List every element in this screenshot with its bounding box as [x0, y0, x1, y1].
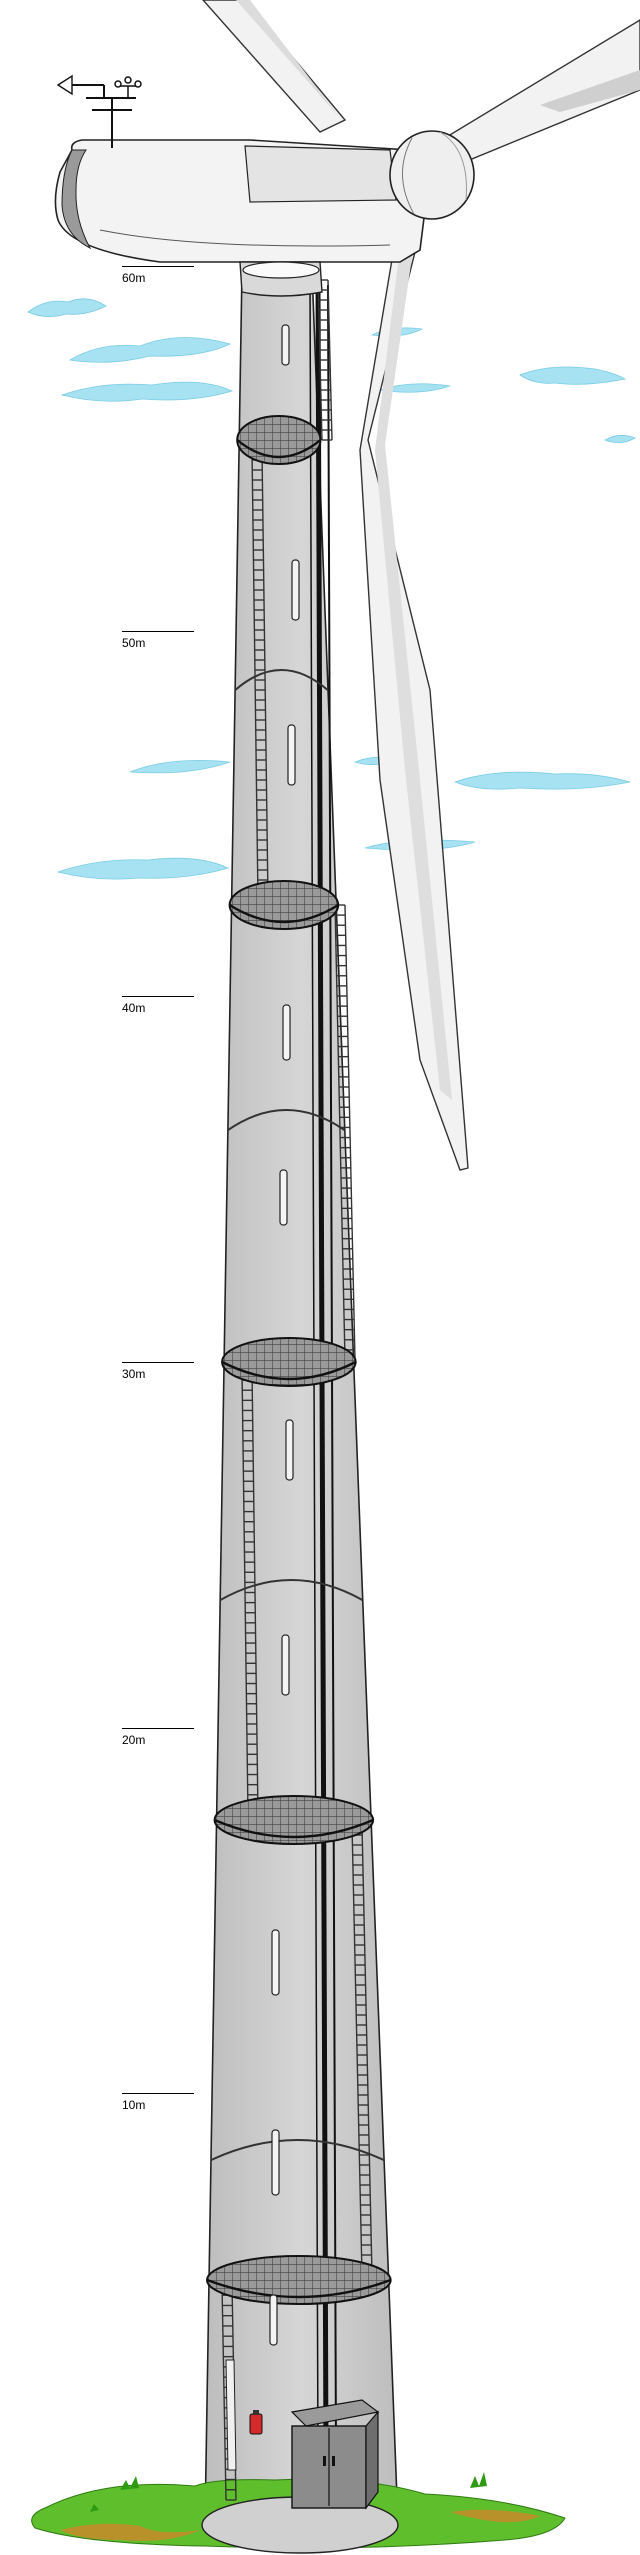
- platform-4: [213, 1795, 375, 1845]
- height-tick-40m: [122, 996, 194, 997]
- flange-ring-1: [234, 669, 329, 691]
- height-tick-60m: [122, 266, 194, 267]
- rotor-hub: [389, 130, 475, 220]
- flange-ring-3: [219, 1579, 363, 1601]
- platform-1: [236, 415, 322, 465]
- ladder-section-2: [251, 449, 269, 901]
- tower-slot-3: [287, 724, 296, 786]
- rotor-blades: [202, 0, 640, 1171]
- height-label-50m: 50m: [122, 636, 146, 650]
- flange-ring-4: [210, 2139, 385, 2161]
- ladder-section-3: [334, 904, 356, 1361]
- ground: [31, 2472, 566, 2554]
- tower-slot-10: [269, 2294, 278, 2346]
- platform-3: [221, 1337, 357, 1387]
- ladder-section-1: [317, 279, 333, 441]
- flange-rings: [210, 669, 385, 2161]
- tower-slot-1: [281, 324, 290, 366]
- tower-slot-7: [281, 1634, 290, 1696]
- height-tick-20m: [122, 1728, 194, 1729]
- tower-slot-8: [271, 1929, 280, 1996]
- height-label-30m: 30m: [122, 1367, 146, 1381]
- tower-slot-5: [279, 1169, 288, 1226]
- tower-slot-2: [291, 559, 300, 621]
- nacelle: [54, 139, 431, 297]
- tower-slot-6: [285, 1419, 294, 1481]
- electrical-cabinet-icon: [290, 2399, 380, 2510]
- ladder-section-5: [351, 1824, 373, 2276]
- tower-door: [225, 2359, 237, 2471]
- ladders: [221, 279, 373, 2501]
- tower-slot-9: [271, 2129, 280, 2196]
- flange-ring-2: [227, 1109, 345, 1131]
- height-label-40m: 40m: [122, 1001, 146, 1015]
- height-tick-10m: [122, 2093, 194, 2094]
- height-label-10m: 10m: [122, 2098, 146, 2112]
- platform-5: [206, 2255, 392, 2305]
- height-tick-50m: [122, 631, 194, 632]
- anemometer-icon: [114, 76, 142, 98]
- height-tick-30m: [122, 1362, 194, 1363]
- height-label-60m: 60m: [122, 271, 146, 285]
- tower-slots: [269, 324, 300, 2346]
- fire-extinguisher-icon: [249, 2410, 263, 2435]
- ladder-section-4: [241, 1369, 259, 1816]
- clouds: [27, 298, 636, 880]
- wind-vane-icon: [56, 74, 105, 98]
- tower-slot-4: [282, 1004, 291, 1061]
- platform-2: [228, 880, 340, 930]
- platforms: [206, 415, 392, 2305]
- height-label-20m: 20m: [122, 1733, 146, 1747]
